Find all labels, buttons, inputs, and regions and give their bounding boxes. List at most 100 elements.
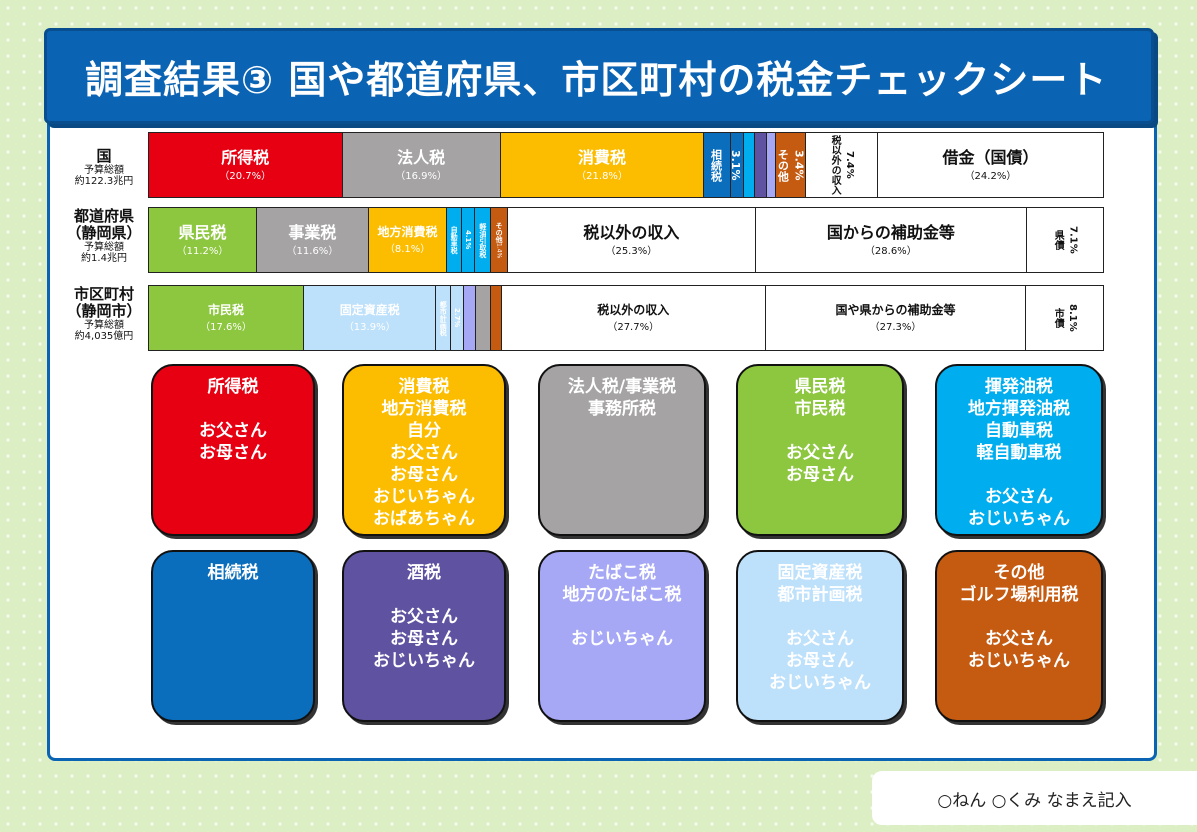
- segment-percent: 7.1%: [1067, 226, 1079, 254]
- card-line: お父さん: [985, 487, 1053, 507]
- card-line: お父さん: [199, 421, 267, 441]
- bar-segment: [767, 133, 777, 197]
- row-name: 都道府県: [73, 207, 134, 225]
- card-line: [540, 606, 704, 628]
- bar-segment: 税以外の収入（25.3%）: [507, 208, 757, 272]
- card-line: たばこ税: [588, 563, 656, 583]
- row-budget-value: 約1.4兆円: [81, 252, 127, 264]
- tax-card: 揮発油税地方揮発油税自動車税軽自動車税お父さんおじいちゃん: [935, 364, 1103, 536]
- card-line: 固定資産税: [777, 563, 863, 583]
- tax-card: その他ゴルフ場利用税お父さんおじいちゃん: [935, 550, 1103, 722]
- row-budget-value: 約4,035億円: [74, 330, 134, 342]
- bar-segment: [743, 133, 755, 197]
- card-line: お母さん: [390, 465, 458, 485]
- row-budget-label: 予算総額: [84, 319, 124, 331]
- tax-card: 固定資産税都市計画税お父さんお母さんおじいちゃん: [736, 550, 904, 722]
- card-line: おじいちゃん: [373, 487, 475, 507]
- card-line: お父さん: [786, 629, 854, 649]
- card-line: その他: [993, 563, 1045, 583]
- segment-percent: 1.4%: [495, 242, 503, 259]
- row-budget-label: 予算総額: [84, 164, 124, 176]
- bar-segment: 市民税 （17.6%）: [149, 286, 305, 350]
- segment-name: 4.1%: [464, 230, 473, 250]
- segment-name: その他: [495, 221, 504, 243]
- card-line: おじいちゃん: [373, 651, 475, 671]
- card-line: お母さん: [390, 629, 458, 649]
- card-line: 県民税: [794, 377, 846, 397]
- segment-percent: （11.6%）: [286, 246, 339, 258]
- segment-percent: 8.1%: [1067, 304, 1079, 332]
- segment-percent: （28.6%）: [864, 246, 917, 258]
- segment-percent: （13.9%）: [343, 321, 396, 333]
- segment-percent: （24.2%）: [964, 171, 1017, 183]
- card-line: 酒税: [407, 563, 441, 583]
- card-line: [738, 606, 902, 628]
- segment-name: 消費税: [578, 147, 627, 167]
- segment-name: 税以外の収入: [583, 222, 680, 242]
- card-line: 揮発油税: [985, 377, 1053, 397]
- row-budget-value: 約122.3兆円: [74, 175, 134, 187]
- segment-percent: 3.4%: [792, 149, 806, 181]
- row-label-prefecture: 都道府県 （静岡県） 予算総額 約1.4兆円: [55, 208, 153, 264]
- card-line: 都市計画税: [777, 585, 863, 605]
- card-line: お父さん: [985, 629, 1053, 649]
- tax-card: 消費税地方消費税自分お父さんお母さんおじいちゃんおばあちゃん: [342, 364, 506, 536]
- segment-name: 軽油引取税: [478, 222, 487, 258]
- segment-name: 都市計画税: [439, 300, 448, 336]
- row-label-national: 国 予算総額 約122.3兆円: [55, 148, 153, 187]
- bar-segment: 3.1%: [731, 133, 744, 197]
- tax-card: 相続税: [151, 550, 315, 722]
- bar-segment: 消費税 （21.8%）: [500, 133, 705, 197]
- bar-segment: [476, 286, 492, 350]
- card-line: お母さん: [786, 651, 854, 671]
- tax-card: 酒税お父さんお母さんおじいちゃん: [342, 550, 506, 722]
- segment-name: 借金（国債）: [942, 147, 1039, 167]
- segment-percent: （16.9%）: [395, 171, 447, 183]
- segment-name: 事業税: [288, 222, 337, 242]
- card-line: おばあちゃん: [373, 509, 475, 529]
- bar-segment: 法人税（16.9%）: [342, 133, 501, 197]
- segment-name: 県民税: [178, 222, 227, 242]
- card-line: お父さん: [786, 443, 854, 463]
- bar-segment: 都市計画税: [436, 286, 451, 350]
- segment-name: 市民税: [208, 303, 245, 318]
- segment-percent: （17.6%）: [200, 321, 252, 333]
- bar-segment: [463, 286, 477, 350]
- bar-segment: 事業税 （11.6%）: [257, 208, 369, 272]
- bar-segment: 軽油引取税: [475, 208, 492, 272]
- bar-segment: 固定資産税 （13.9%）: [304, 286, 437, 350]
- bar-segment: 2.7%: [450, 286, 464, 350]
- bar-segment: [754, 133, 768, 197]
- card-line: お母さん: [199, 443, 267, 463]
- segment-name: 地方消費税: [377, 225, 438, 240]
- segment-name: 2.7%: [452, 308, 461, 328]
- tax-card: たばこ税地方のたばこ税おじいちゃん: [538, 550, 706, 722]
- card-line: 消費税: [398, 377, 450, 397]
- segment-name: 固定資産税: [339, 303, 400, 318]
- card-line: 地方揮発油税: [968, 399, 1070, 419]
- name-entry-box: ○ねん ○くみ なまえ記入: [872, 771, 1197, 825]
- card-line: 所得税: [207, 377, 259, 397]
- segment-name: 税以外の収入: [597, 303, 670, 318]
- card-line: お父さん: [390, 607, 458, 627]
- bar-segment: 地方消費税（8.1%）: [368, 208, 448, 272]
- card-line: ゴルフ場利用税: [959, 585, 1079, 605]
- card-line: 相続税: [207, 563, 259, 583]
- card-line: おじいちゃん: [968, 509, 1070, 529]
- card-line: [937, 606, 1101, 628]
- card-line: おじいちゃん: [968, 651, 1070, 671]
- segment-percent: （27.3%）: [869, 321, 922, 333]
- segment-name: 3.1%: [731, 149, 743, 181]
- tax-card: 所得税お父さんお母さん: [151, 364, 315, 536]
- segment-name: 税以外の収入: [829, 135, 841, 195]
- tax-card: 県民税市民税お父さんお母さん: [736, 364, 904, 536]
- segment-percent: （21.8%）: [576, 171, 628, 183]
- card-line: [738, 420, 902, 442]
- segment-name: 県債: [1052, 230, 1064, 250]
- bar-segment: 国や県からの補助金等（27.3%）: [765, 286, 1027, 350]
- card-line: 事務所税: [588, 399, 656, 419]
